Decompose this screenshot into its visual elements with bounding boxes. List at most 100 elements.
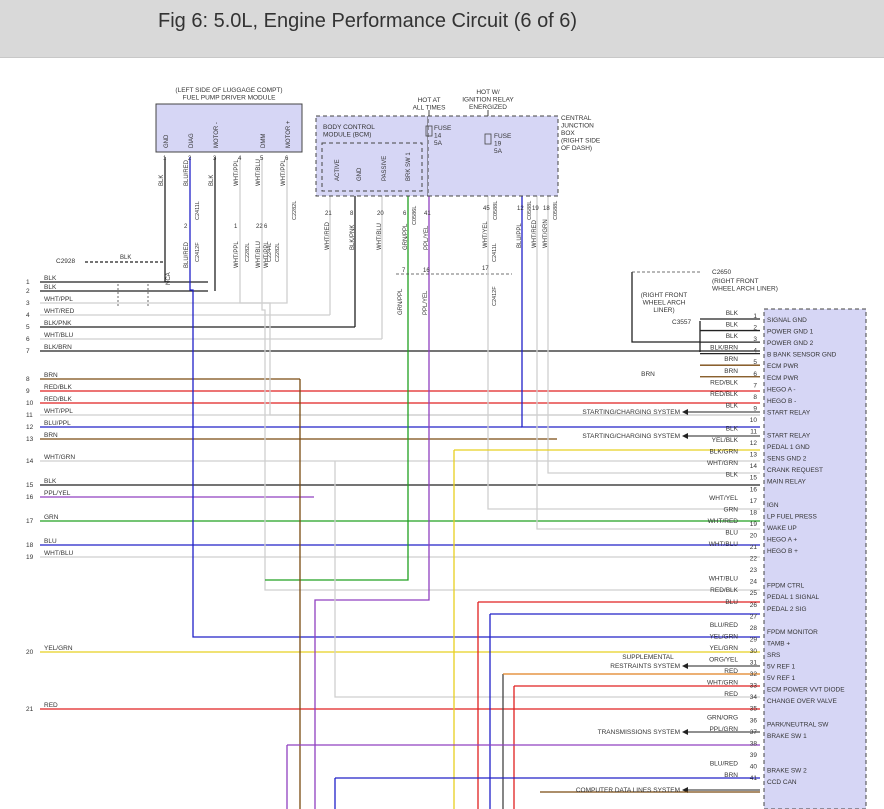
fpdm-lower-wire-label: WHT/PPL <box>234 241 240 268</box>
pcm-pin-name: ECM PWR <box>767 363 799 370</box>
fpdm-pin-number: 5 <box>260 156 264 162</box>
pcm-pin-number: 19 <box>750 521 758 528</box>
pcm-pin-number: 37 <box>750 729 758 736</box>
fuel-pump-driver-module <box>155 103 303 153</box>
pcm-wire-label: RED <box>724 691 738 698</box>
pcm-wire-label: RED <box>724 668 738 675</box>
left-line-number: 11 <box>26 412 33 419</box>
pcm-pin-name: PEDAL 2 SIG <box>767 606 807 613</box>
left-line-color-label: WHT/PPL <box>44 408 73 415</box>
fpdm-wire-label: BLK <box>159 175 165 186</box>
pcm-wire-label: RED/BLK <box>710 379 738 386</box>
bcm-title: MODULE (BCM) <box>323 132 371 139</box>
pcm-pin-name: CRANK REQUEST <box>767 467 823 474</box>
pcm-pin-name: 5V REF 1 <box>767 675 796 682</box>
fpdm-pin-name: MOTOR + <box>286 120 292 148</box>
pcm-wire-label: RED/BLK <box>710 391 738 398</box>
c3557-location: WHEEL ARCH <box>643 300 686 307</box>
brn-label: BRN <box>641 371 655 378</box>
pcm-pin-number: 36 <box>750 717 758 724</box>
left-line-number: 9 <box>26 388 30 395</box>
pcm-pin-number: 3 <box>753 336 757 343</box>
bcm-wire-number: 6 <box>403 211 407 217</box>
pcm-wire-label: BLK <box>726 402 739 409</box>
pcm-pin-name: POWER GND 1 <box>767 329 814 336</box>
cjb-wire-color: WHT/GRN <box>543 219 549 248</box>
left-line-number: 2 <box>26 288 30 295</box>
left-line-color-label: RED/BLK <box>44 384 72 391</box>
c2928-label: C2928 <box>56 258 76 265</box>
left-line-number: 3 <box>26 300 30 307</box>
hot-with-ignition-label: ENERGIZED <box>469 104 507 111</box>
fpdm-pin-number: 1 <box>163 156 167 162</box>
cjb-wire <box>521 196 760 428</box>
pcm-wire-label: WHT/RED <box>708 518 739 525</box>
pcm-pin-name: B BANK SENSOR GND <box>767 352 837 359</box>
left-line-number: 13 <box>26 436 34 443</box>
pcm-pin-number: 2 <box>753 325 757 332</box>
bcm-wire-color: WHT/RED <box>325 221 331 250</box>
pcm-wire-label: BLU/RED <box>710 760 738 767</box>
left-line-color-label: WHT/BLU <box>44 332 74 339</box>
pcm-pin-number: 41 <box>750 775 758 782</box>
system-arrow-head <box>682 433 688 439</box>
pcm-pin-name: BRAKE SW 2 <box>767 767 807 774</box>
pcm-pin-number: 6 <box>753 371 757 378</box>
cjb-lower-connector: C2412F <box>492 286 498 306</box>
fpdm-lower-pin: 2 <box>184 224 188 230</box>
system-label: RESTRAINTS SYSTEM <box>610 663 680 670</box>
left-line-number: 15 <box>26 482 34 489</box>
cjb-lower-pin: 17 <box>482 266 489 272</box>
pcm-pin-name: HEGO A - <box>767 386 796 393</box>
pcm-wire-label: BLU <box>725 599 738 606</box>
hot-at-all-times-label: HOT AT <box>418 97 441 104</box>
pcm-pin-number: 24 <box>750 579 758 586</box>
pcm-wire-label: BLK <box>726 472 739 479</box>
pcm-pin-number: 35 <box>750 706 758 713</box>
wires-layer <box>40 110 760 809</box>
pcm-pin-name: CHANGE OVER VALVE <box>767 698 837 705</box>
bcm-pin-name: BRK SW 1 <box>406 152 412 181</box>
pcm-pin-name: IGN <box>767 502 779 509</box>
fpdm-wire-label: WHT/PPL <box>234 159 240 186</box>
fpdm-wire-label: BLU/RED <box>184 159 190 186</box>
cjb-wire <box>547 196 760 474</box>
pcm-wire-label: YEL/BLK <box>712 437 739 444</box>
pcm-wire-label: WHT/BLU <box>709 576 739 583</box>
pcm-pin-number: 20 <box>750 532 758 539</box>
modules-layer <box>155 103 867 809</box>
pcm-wire-label: WHT/BLU <box>709 541 739 548</box>
pcm-pin-name: START RELAY <box>767 433 811 440</box>
pcm-pin-number: 21 <box>750 544 758 551</box>
left-line-number: 16 <box>26 494 34 501</box>
fpdm-pin-name: DIAG <box>189 133 195 148</box>
fpdm-caption: (LEFT SIDE OF LUGGAGE COMPT) <box>175 87 282 94</box>
left-line-color-label: BRN <box>44 372 58 379</box>
c3557-label: C3557 <box>672 319 692 326</box>
fpdm-caption: FUEL PUMP DRIVER MODULE <box>183 95 276 102</box>
pcm-wire-label: BLK <box>726 310 739 317</box>
system-label: SUPPLEMENTAL <box>622 654 674 661</box>
pcm-wire-label: BLK <box>726 426 739 433</box>
pcm-pin-name: 5V REF 1 <box>767 664 796 671</box>
bcm-wire-color: PPL/YEL <box>424 225 430 250</box>
pcm-pin-number: 29 <box>750 636 758 643</box>
bcm-wire-number: 41 <box>424 211 431 217</box>
fuse-14-icon <box>425 125 433 137</box>
fpdm-lower-pin: 1 <box>234 224 238 230</box>
pcm-pin-number: 28 <box>750 625 758 632</box>
pcm-pin-number: 7 <box>753 382 757 389</box>
pcm-pin-name: FPDM CTRL <box>767 583 805 590</box>
cjb-title: OF DASH) <box>561 145 592 152</box>
bcm-pin-name: PASSIVE <box>382 156 388 181</box>
bcm-wire-number: 21 <box>325 211 332 217</box>
system-arrow-head <box>682 409 688 415</box>
bcm-wire-number: 20 <box>377 211 384 217</box>
fpdm-connector-label: C2282L <box>292 201 298 220</box>
left-line-color-label: BLK/BRN <box>44 344 72 351</box>
fpdm-diag-wire <box>189 157 760 638</box>
pcm-pin-name: LP FUEL PRESS <box>767 513 818 520</box>
pcm-pin-number: 1 <box>753 313 757 320</box>
left-line-number: 20 <box>26 649 34 656</box>
cjb-wire-color: WHT/YEL <box>483 221 489 248</box>
